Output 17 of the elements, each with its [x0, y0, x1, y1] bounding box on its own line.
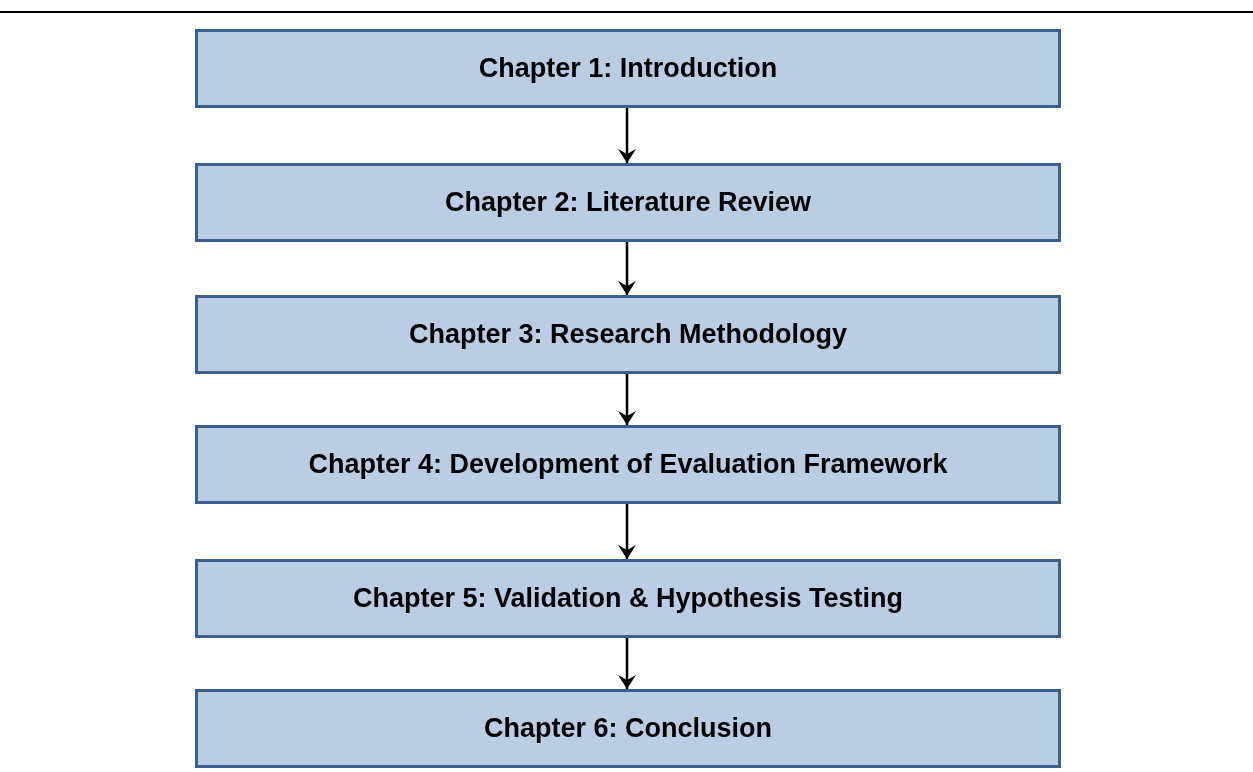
arrow [618, 108, 636, 163]
arrow [618, 242, 636, 295]
chapter-title: Chapter 3: Research Methodology [408, 319, 848, 350]
chapter-box [195, 689, 1061, 768]
chapter-title: Chapter 4: Development of Evaluation Framework [308, 449, 948, 480]
chapter-title: Chapter 2: Literature Review [444, 187, 812, 218]
chapter-box [195, 29, 1061, 108]
chapter-title: Chapter 6: Conclusion [484, 713, 772, 744]
chapter-title: Chapter 5: Validation & Hypothesis Testing [352, 583, 904, 614]
chapter-box [195, 163, 1061, 242]
chapter-box [195, 295, 1061, 374]
arrow [618, 504, 636, 559]
chapter-box [195, 425, 1061, 504]
chapter-box [195, 559, 1061, 638]
arrow [618, 638, 636, 689]
arrow [618, 374, 636, 425]
chapter-title: Chapter 1: Introduction [478, 53, 778, 84]
